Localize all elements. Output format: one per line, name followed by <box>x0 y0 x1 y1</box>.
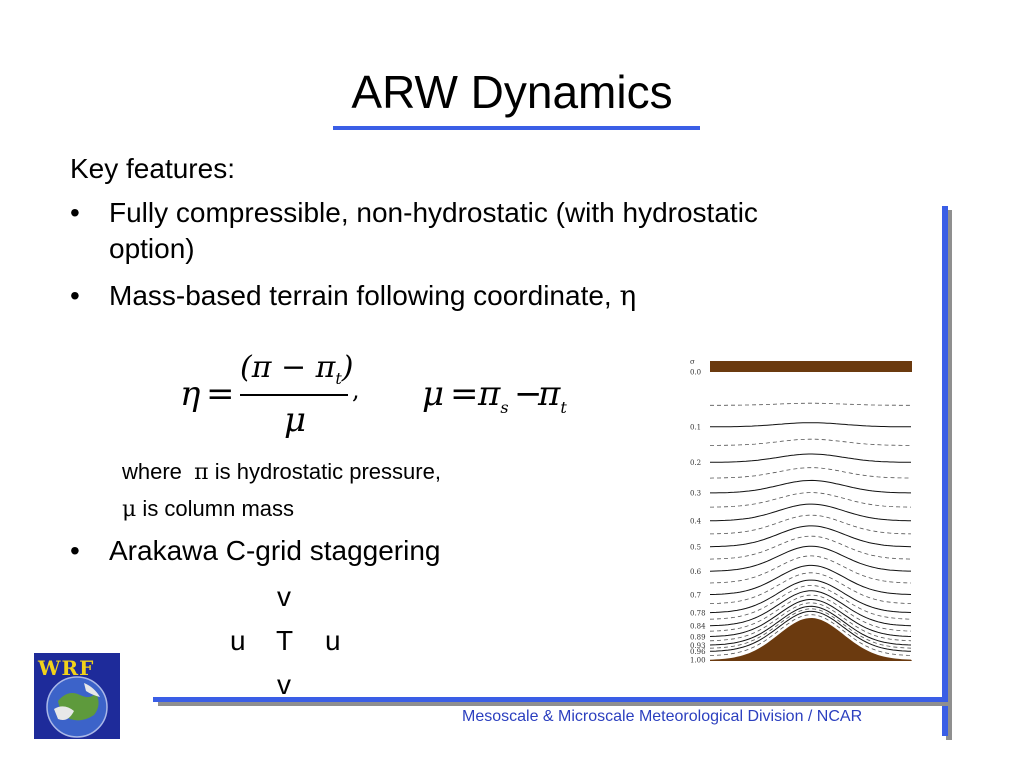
sigma-level-line <box>709 599 912 637</box>
level-tick-label: 0.0 <box>690 369 701 377</box>
bullet-3-text: Arakawa C-grid staggering <box>109 535 441 566</box>
terrain-mountain <box>710 618 912 661</box>
half-level-line <box>710 438 911 446</box>
eq-eta: η <box>180 374 201 414</box>
level-tick-label: 0.6 <box>690 568 702 576</box>
cgrid-top-v: v <box>277 581 291 612</box>
half-level-line <box>709 467 912 479</box>
level-tick-label: 0.3 <box>690 490 701 498</box>
level-tick-label: 0.4 <box>690 517 702 525</box>
half-level-line <box>709 585 912 620</box>
bullet-2-text: Mass-based terrain following coordinate,… <box>109 279 636 313</box>
intro-text: Key features: <box>70 153 235 184</box>
eq-pi-s-letter: π <box>478 374 501 414</box>
eq-pi-t-letter: π <box>538 374 561 414</box>
sigma-axis-label: σ <box>690 358 695 366</box>
eq-fraction-bar <box>240 394 348 396</box>
half-level-line <box>709 602 912 642</box>
where-word: where <box>122 459 182 484</box>
eq-pi-s: πs <box>478 374 509 417</box>
cgrid-bottom-v: v <box>277 669 291 700</box>
bullet-2-label: Mass-based terrain following coordinate, <box>109 280 620 311</box>
sigma-level-line <box>709 605 912 646</box>
level-tick-label: 0.96 <box>690 648 706 656</box>
vertical-bar-shadow <box>946 210 952 740</box>
level-tick-label: 0.5 <box>690 543 701 551</box>
cgrid-right-u: u <box>325 625 341 656</box>
logo-text: WRF <box>38 656 95 680</box>
logo-globe-icon <box>34 653 120 739</box>
level-tick-label: 0.1 <box>690 423 701 431</box>
bullet-1-line-1: Fully compressible, non-hydrostatic (wit… <box>109 197 758 228</box>
eq-numerator: (π − πt) <box>240 350 354 388</box>
eq-comma: , <box>352 376 360 404</box>
half-level-line <box>710 492 911 508</box>
level-tick-label: 0.78 <box>690 609 706 617</box>
eq-mu: μ <box>422 374 445 414</box>
sigma-level-line <box>709 610 912 652</box>
half-level-line <box>710 402 911 406</box>
sigma-level-line <box>709 525 912 548</box>
where-line-1: where π is hydrostatic pressure, <box>122 458 441 487</box>
level-tick-label: 0.84 <box>690 623 706 631</box>
equation: η = (π − πt) μ , μ = πs − πt <box>180 350 580 440</box>
half-level-line <box>709 555 912 584</box>
terrain-coordinate-diagram: σ 0.00.10.20.30.40.50.60.70.780.840.890.… <box>684 350 916 666</box>
sigma-level-line <box>710 453 911 463</box>
footer-credit: Mesoscale & Microscale Meteorological Di… <box>462 708 863 725</box>
model-top-slab <box>710 361 912 372</box>
level-tick-label: 0.93 <box>690 642 706 650</box>
eq-numerator-close: ) <box>341 350 354 385</box>
title-underline <box>333 126 700 130</box>
wrf-logo: WRF <box>34 653 120 739</box>
where-mu-text: is column mass <box>136 496 295 521</box>
bullet-3-marker: • <box>70 535 80 566</box>
eq-minus: − <box>514 374 543 414</box>
bullet-2-marker: • <box>70 280 80 311</box>
bullet-1-marker: • <box>70 197 80 228</box>
bullet-1-line-2: option) <box>109 233 195 264</box>
where-pi-text: is hydrostatic pressure, <box>208 459 441 484</box>
eq-equals-1: = <box>206 374 235 414</box>
cgrid-left-u: u <box>230 625 246 656</box>
sigma-level-line <box>710 479 911 494</box>
sigma-level-line <box>710 422 911 428</box>
eq-numerator-text: (π − π <box>240 350 336 385</box>
level-tick-label: 1.00 <box>690 657 706 665</box>
sigma-level-line <box>709 590 912 627</box>
slide-title: ARW Dynamics <box>351 66 673 118</box>
vertical-accent-bar <box>942 206 948 736</box>
eq-sub-t: t <box>560 397 567 417</box>
where-mu-symbol: μ <box>122 497 137 522</box>
sigma-level-line <box>709 579 912 614</box>
horizontal-accent-bar <box>153 697 948 702</box>
sigma-level-line <box>709 545 911 572</box>
eq-sub-s: s <box>500 397 509 417</box>
cgrid-center-t: T <box>276 625 294 656</box>
horizontal-bar-shadow <box>158 701 950 706</box>
half-level-line <box>709 572 912 604</box>
where-line-2: μ is column mass <box>122 495 294 524</box>
sigma-level-line <box>709 503 911 522</box>
eq-pi-t: πt <box>538 374 567 417</box>
eta-symbol: η <box>619 279 637 312</box>
sigma-level-line <box>710 564 912 595</box>
level-tick-labels: 0.0 0.1 0.2 0.3 0.4 0.5 0.6 0.7 0.78 0.84 0.890.93… <box>690 369 706 665</box>
level-lines <box>709 402 912 656</box>
eq-denominator: μ <box>284 400 307 440</box>
eq-num-sub: t <box>335 369 342 388</box>
half-level-line <box>709 594 912 632</box>
level-tick-label: 0.7 <box>690 591 701 599</box>
level-tick-label: 0.89 <box>690 633 706 641</box>
level-tick-label: 0.2 <box>690 459 701 467</box>
where-pi-symbol: π <box>194 460 209 485</box>
eq-equals-2: = <box>450 374 479 414</box>
